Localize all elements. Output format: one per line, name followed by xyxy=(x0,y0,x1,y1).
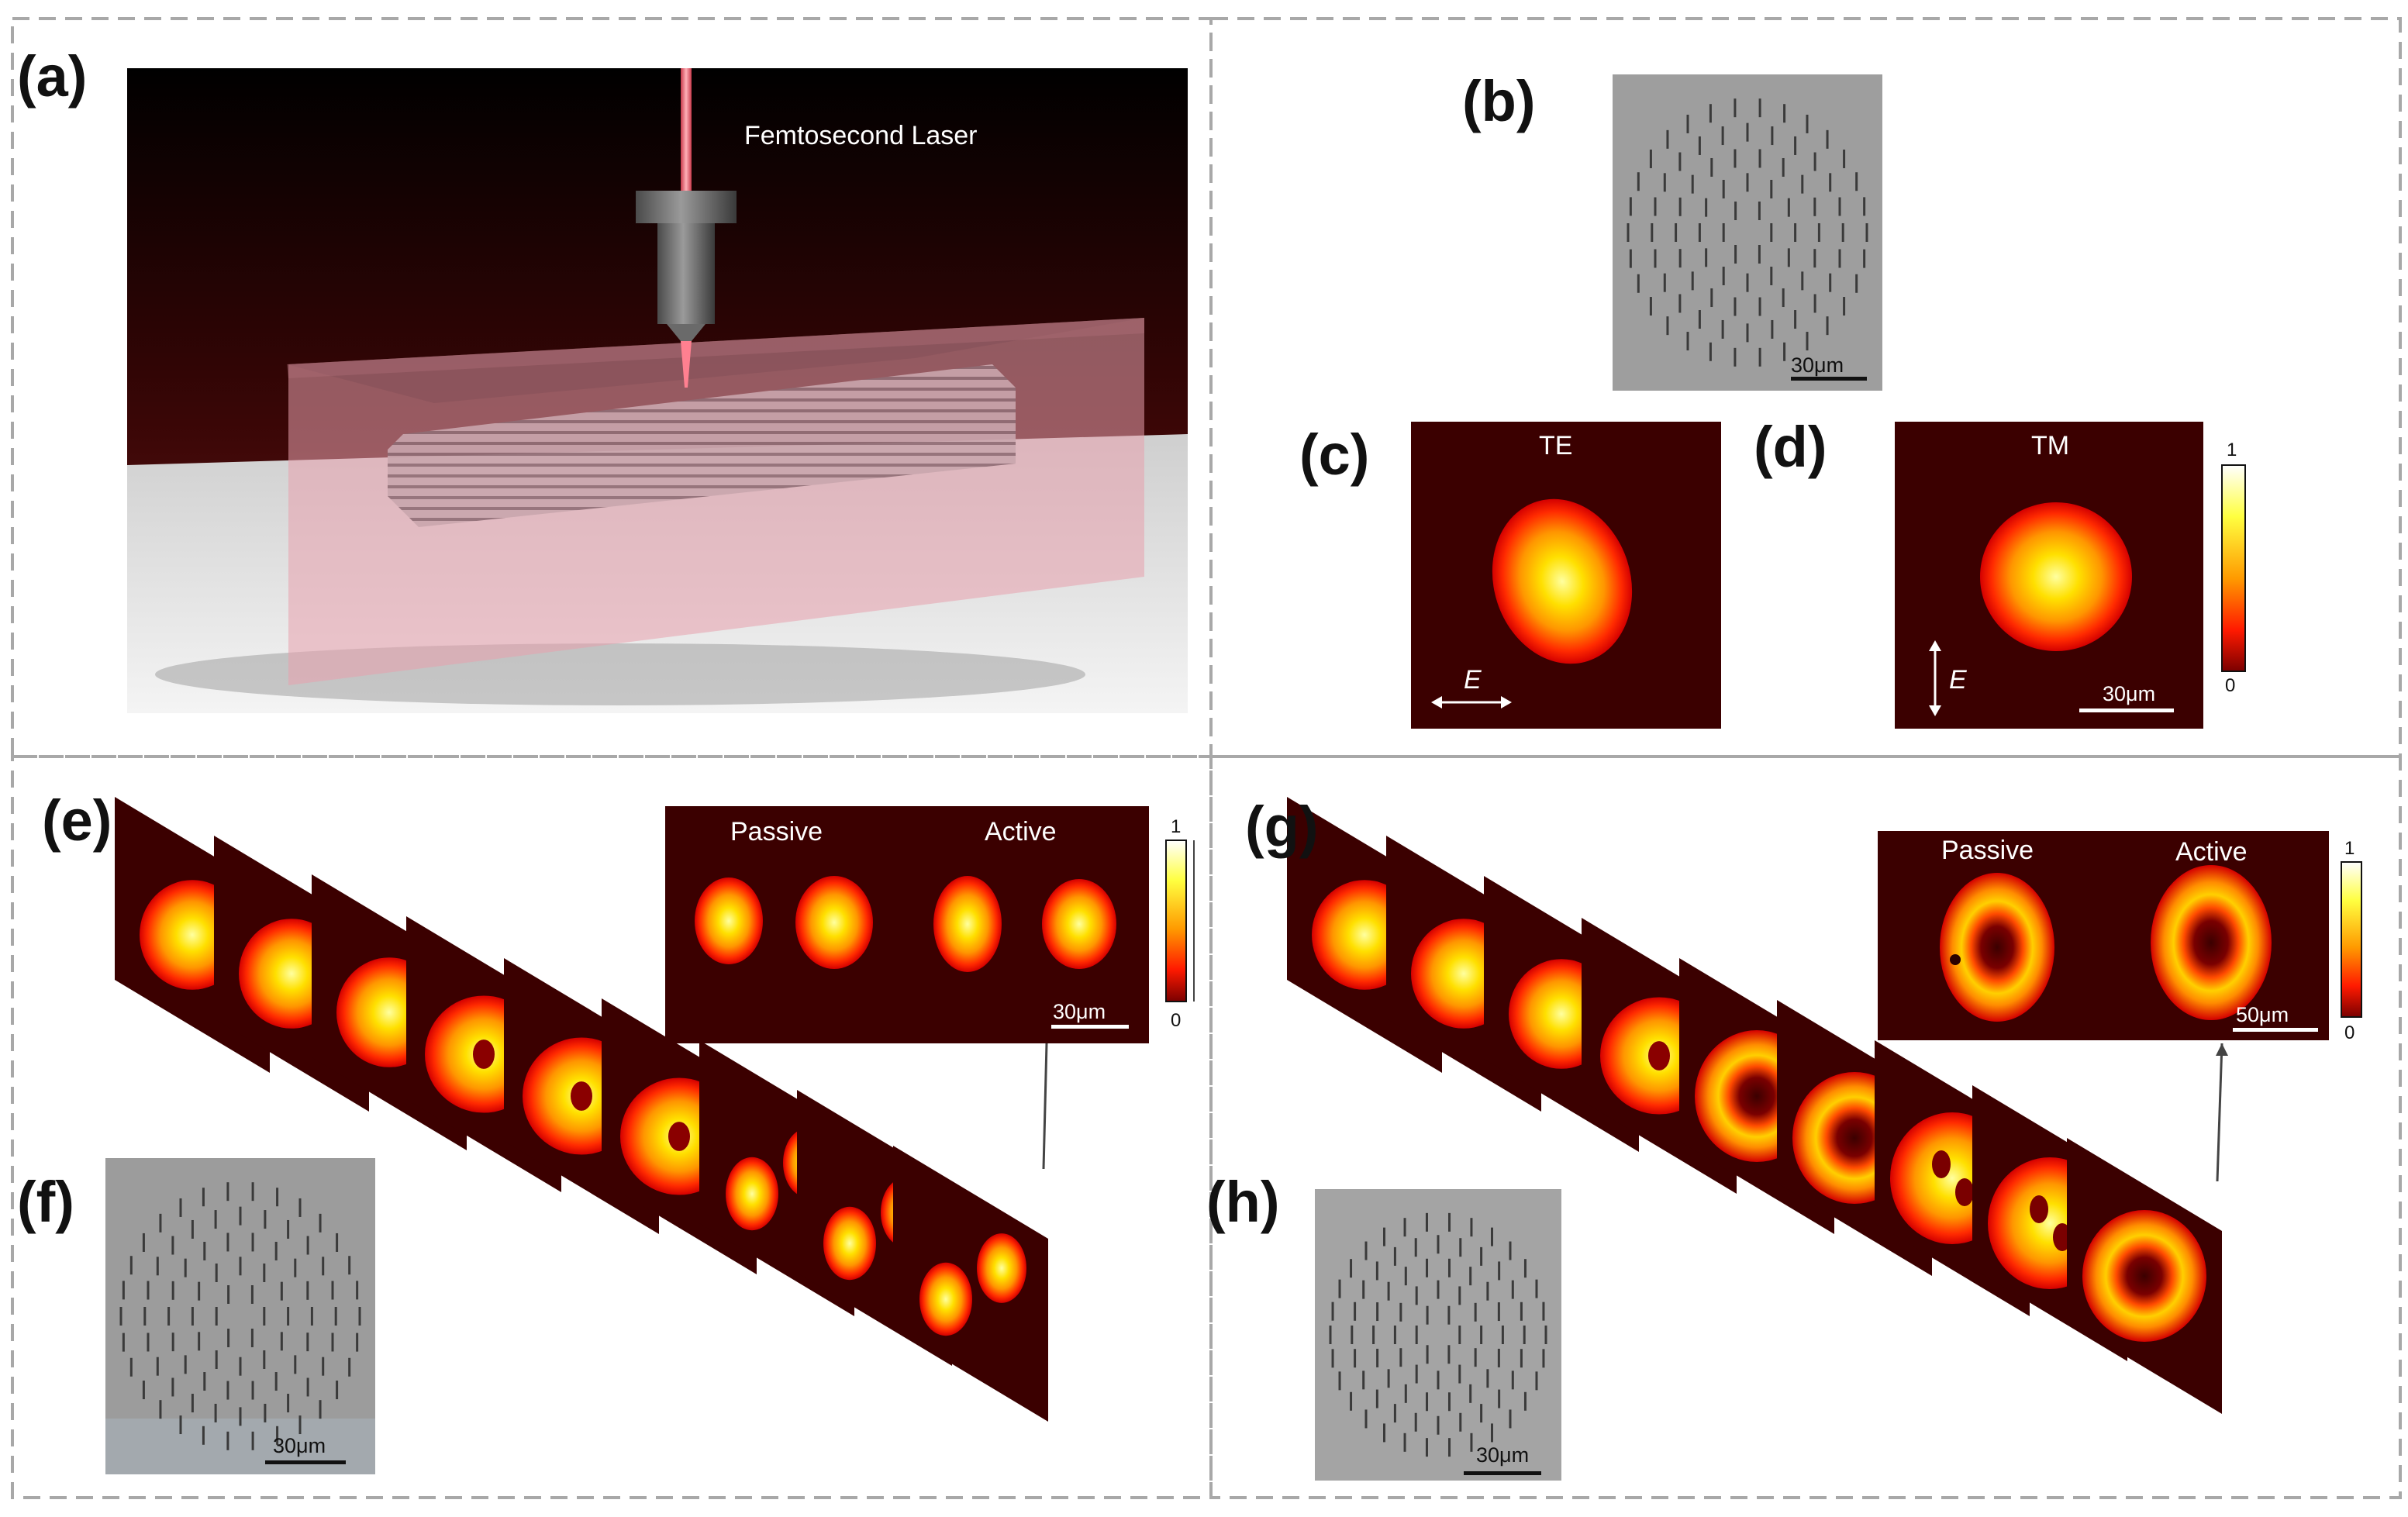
panel-frames xyxy=(11,17,2402,1499)
panel-h-micrograph: 30μm xyxy=(1315,1189,1561,1481)
mode-null xyxy=(2030,1195,2048,1223)
mode-null xyxy=(1932,1150,1951,1178)
mode-null xyxy=(668,1122,690,1151)
mode-ring xyxy=(2082,1210,2206,1342)
scale-label-e: 30μm xyxy=(1053,1000,1106,1023)
panel-g-inset: Passive Active 50μm xyxy=(1878,831,2329,1182)
mode-null xyxy=(473,1039,495,1069)
colorbar-top: 1 0 xyxy=(2221,440,2246,696)
label-b: (b) xyxy=(1462,69,1536,133)
tm-label: TM xyxy=(2031,431,2069,460)
colorbar-e: 1 0 xyxy=(1165,816,1195,1031)
colorbar-min: 0 xyxy=(2225,675,2235,696)
e-field-label-d: E xyxy=(1949,665,1967,695)
mode-null xyxy=(571,1081,592,1111)
colorbar-g: 1 0 xyxy=(2341,838,2362,1043)
scale-label-d: 30μm xyxy=(2103,682,2155,705)
mode-lobe xyxy=(823,1206,876,1281)
panel-c-te-mode: TE E xyxy=(1411,422,1721,729)
active-label-g: Active xyxy=(2175,837,2248,867)
active-label-e: Active xyxy=(985,817,1057,846)
scale-label-f: 30μm xyxy=(273,1434,326,1457)
label-g: (g) xyxy=(1245,795,1319,859)
panel-b-micrograph: 30μm xyxy=(1613,74,1882,391)
label-e: (e) xyxy=(42,788,112,853)
panel-g-mode-stack xyxy=(1287,797,2222,1414)
mode-frame-bg xyxy=(893,1146,1048,1422)
label-h: (h) xyxy=(1206,1170,1280,1234)
passive-label-e: Passive xyxy=(730,817,823,846)
colorbar-e-max: 1 xyxy=(1171,816,1181,837)
panel-labels: (a) (b) (c) (d) (e) (f) (g) (h) xyxy=(17,44,1827,1234)
mode-lobe xyxy=(977,1233,1026,1303)
mode-frame xyxy=(2067,1138,2222,1414)
panel-f-micrograph: 30μm xyxy=(105,1158,375,1474)
label-a: (a) xyxy=(17,44,87,109)
scale-label-g: 50μm xyxy=(2236,1003,2289,1026)
panel-e-inset: Passive Active 30μm xyxy=(665,806,1149,1170)
passive-label-g: Passive xyxy=(1941,836,2034,865)
panel-a-scene: Femtosecond Laser xyxy=(127,68,1188,713)
scale-label-b: 30μm xyxy=(1791,353,1844,377)
colorbar-max: 1 xyxy=(2227,440,2237,460)
mode-lobe xyxy=(726,1157,778,1231)
mode-null xyxy=(1648,1041,1670,1071)
mode-frame xyxy=(893,1146,1048,1422)
laser-label: Femtosecond Laser xyxy=(744,121,978,150)
e-field-label-c: E xyxy=(1464,665,1482,695)
mode-lobe xyxy=(919,1262,972,1336)
scale-label-h: 30μm xyxy=(1476,1443,1529,1467)
label-f: (f) xyxy=(17,1170,74,1234)
label-c: (c) xyxy=(1299,422,1369,487)
colorbar-e-min: 0 xyxy=(1171,1010,1181,1031)
mode-null xyxy=(1955,1178,1974,1206)
panel-e-mode-stack xyxy=(115,797,1048,1422)
colorbar-g-min: 0 xyxy=(2344,1022,2355,1043)
label-d: (d) xyxy=(1754,415,1827,479)
te-label: TE xyxy=(1539,431,1572,460)
panel-d-tm-mode: TM E 30μm xyxy=(1895,422,2203,729)
colorbar-g-max: 1 xyxy=(2344,838,2355,859)
